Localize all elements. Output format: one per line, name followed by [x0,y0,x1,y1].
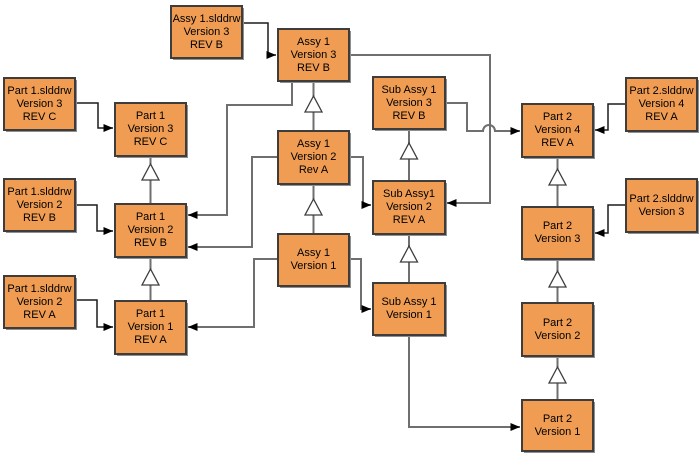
node-label-line: REV B [296,61,330,74]
node-label-line: Version 3 [386,96,432,109]
node-label-line: Version 3 [127,123,174,135]
node-label-line: Part 2 [542,111,573,123]
node-label-line: Part 1.slddrw [7,282,72,295]
node-label-line: Version 2 [16,198,63,211]
previous-version-triangle-icon [547,269,568,288]
node-label-line: Version 2 [16,295,63,308]
node-label-line: Part 1.slddrw [7,185,72,198]
previous-version-triangle-icon [303,197,324,216]
node-label-line: Version 1 [127,321,174,333]
edge-part1-drawing-v2a-to-part1-v1 [76,299,113,331]
node-label-line: Version 2 [534,329,581,342]
node-label-line: REV A [134,334,167,346]
node-label-line: Part 1 [135,110,166,122]
edge-assy1-v3-to-subassy1-v2 [350,54,491,207]
lineage-triangles [140,94,568,384]
node-label-line: REV C [133,136,168,148]
node-label-line: Part 2.slddrw [629,85,694,97]
edge-assy1-drawing-v3-to-assy1-v3 [243,22,276,59]
lineage-lines [149,82,559,400]
node-label-line: REV A [392,214,426,226]
node-label-line: REV A [23,308,56,321]
node-label-line: REV B [392,109,426,122]
node-label-line: Part 1 [135,308,166,320]
node-label-line: Part 1 [135,211,166,223]
node-label-line: Version 4 [638,98,685,110]
previous-version-triangle-icon [547,167,568,186]
node-label-line: Version 3 [16,97,63,110]
edge-part2-drawing-v3-to-part2-v3 [595,204,625,237]
node-label-line: Part 2 [542,316,573,329]
node-label-line: REV C [22,110,57,123]
node-label-line: Part 2 [542,220,573,232]
node-label-line: Version 1 [386,309,432,321]
reference-edges [76,22,625,431]
node-label-line: REV A [541,137,574,149]
node-label-line: Assy 1 [296,138,330,150]
node-label-line: Version 1 [534,425,581,438]
node-label-line: Sub Assy1 [383,188,435,200]
edge-subassy1-v3-to-part2-v4 [446,102,520,135]
node-label-line: Part 1.slddrw [7,84,72,97]
edge-assy1-v3-to-part1-v2 [188,83,293,219]
previous-version-triangle-icon [140,162,161,181]
node-label-line: Version 2 [386,201,432,213]
node-label-line: REV B [133,237,167,249]
edge-assy1-v2-to-part1-v2 [188,156,277,251]
node-label-line: REV B [22,211,56,224]
node-label-line: Version 3 [638,205,685,218]
edge-subassy1-v1-to-part2-v1 [408,336,520,431]
node-label-line: Version 4 [534,124,581,136]
node-label-line: Assy 1 [296,247,330,259]
node-label-line: Version 3 [534,233,581,245]
previous-version-triangle-icon [140,267,161,286]
edge-assy1-v2-to-subassy1-v2 [350,156,371,209]
node-label-line: Part 2.slddrw [629,192,694,205]
node-label-line: Sub Assy 1 [381,296,437,308]
previous-version-triangle-icon [399,244,419,263]
node-label-line: Assy 1.slddrw [172,12,241,25]
edge-part1-drawing-v3-to-part1-v3 [76,102,113,132]
node-label-line: Version 3 [290,48,337,61]
node-label-line: Rev A [298,164,329,176]
previous-version-triangle-icon [399,141,419,160]
node-label-line: Version 1 [290,260,337,272]
node-label-line: Assy 1 [296,35,330,48]
node-label-line: REV A [645,111,678,123]
node-label-line: Part 2 [542,412,573,425]
previous-version-triangle-icon [547,365,568,384]
node-label-line: Sub Assy 1 [381,83,437,96]
edge-assy1-v1-to-part1-v1 [188,258,277,331]
previous-version-triangle-icon [303,94,324,113]
node-label-line: Version 2 [290,151,337,163]
node-label-line: REV B [189,38,223,51]
node-label-line: Version 2 [127,224,174,236]
node-label-line: Version 3 [183,25,230,38]
edge-part2-drawing-v4-to-part2-v4 [595,103,625,134]
edge-assy1-v1-to-subassy1-v1 [350,258,371,313]
edge-part1-drawing-v2b-to-part1-v2 [76,204,113,235]
